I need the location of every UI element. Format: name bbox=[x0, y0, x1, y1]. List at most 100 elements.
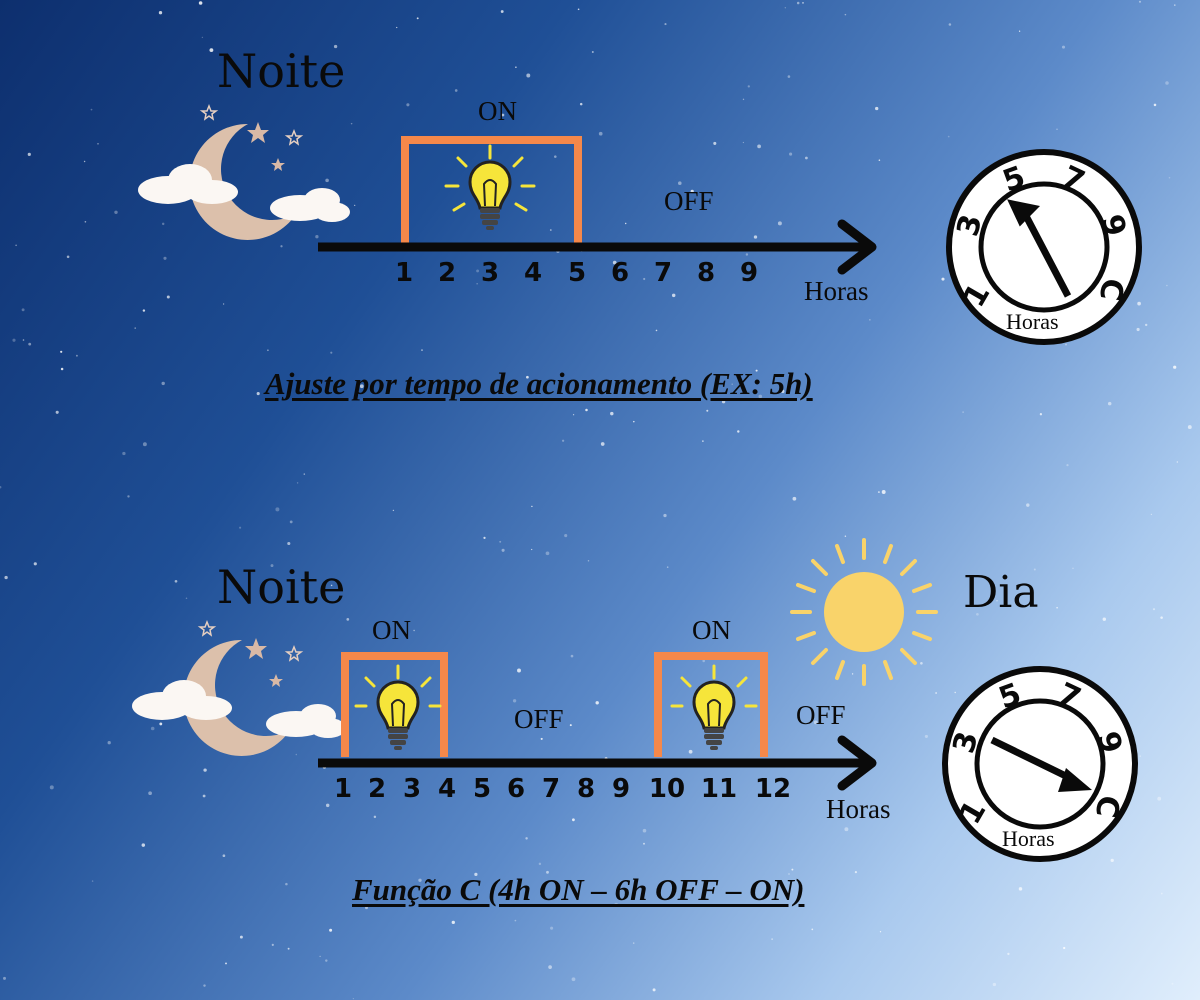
off-label: OFF bbox=[796, 700, 846, 730]
star-dot bbox=[303, 473, 306, 475]
star-dot bbox=[295, 753, 298, 756]
star-dot bbox=[225, 962, 227, 965]
axis-arrowhead bbox=[837, 219, 877, 275]
light-bulb-icon bbox=[444, 144, 536, 230]
star-dot bbox=[97, 142, 99, 145]
star-dot bbox=[755, 369, 758, 372]
star-dot bbox=[1056, 606, 1058, 609]
star-dot bbox=[512, 699, 517, 703]
star-dot bbox=[90, 108, 93, 111]
tick-label: 8 bbox=[576, 774, 596, 804]
star-dot bbox=[1033, 568, 1036, 571]
tick-label: 7 bbox=[653, 258, 673, 288]
star-dot bbox=[526, 375, 529, 379]
outline-star-icon bbox=[197, 619, 304, 662]
star-dot bbox=[663, 513, 667, 518]
dial-label: Horas bbox=[1006, 309, 1059, 334]
star-dot bbox=[1157, 796, 1162, 801]
star-dot bbox=[406, 103, 410, 107]
star-dot bbox=[1165, 81, 1169, 85]
star-dot bbox=[275, 507, 280, 512]
star-dot bbox=[127, 495, 130, 498]
star-dot bbox=[713, 141, 717, 145]
star-dot bbox=[742, 141, 745, 144]
star-dot bbox=[879, 931, 882, 933]
star-dot bbox=[632, 942, 635, 944]
star-dot bbox=[185, 597, 188, 599]
star-dot bbox=[1039, 413, 1043, 416]
on-period-box bbox=[341, 652, 448, 757]
star-dot bbox=[1018, 30, 1021, 32]
star-dot bbox=[792, 496, 797, 501]
tick-label: 5 bbox=[567, 258, 587, 288]
star-dot bbox=[788, 873, 790, 875]
axis-label: Horas bbox=[826, 794, 891, 824]
star-dot bbox=[451, 920, 455, 925]
sun-icon bbox=[790, 538, 938, 686]
star-dot bbox=[476, 283, 478, 285]
star-dot bbox=[75, 354, 78, 357]
star-dot bbox=[517, 668, 521, 673]
star-dot bbox=[159, 722, 163, 726]
star-dot bbox=[1018, 887, 1023, 891]
star-dot bbox=[1150, 513, 1153, 516]
tick-label: 4 bbox=[437, 774, 457, 804]
star-dot bbox=[784, 7, 786, 9]
star-dot bbox=[285, 882, 288, 886]
star-dot bbox=[538, 862, 542, 866]
tick-label: 4 bbox=[523, 258, 543, 288]
star-dot bbox=[546, 870, 549, 874]
star-dot bbox=[851, 673, 854, 675]
star-dot bbox=[239, 935, 243, 939]
star-dot bbox=[256, 392, 260, 396]
star-dot bbox=[531, 505, 533, 508]
star-dot bbox=[501, 548, 505, 552]
star-dot bbox=[844, 827, 849, 832]
star-dot bbox=[359, 384, 364, 389]
on-label: ON bbox=[692, 615, 731, 645]
tick-label: 12 bbox=[754, 774, 792, 804]
star-dot bbox=[161, 381, 165, 386]
star-dot bbox=[1138, 0, 1142, 3]
small-star-icon bbox=[245, 638, 283, 687]
star-dot bbox=[642, 828, 647, 833]
star-dot bbox=[107, 741, 111, 745]
star-dot bbox=[805, 156, 808, 160]
star-dot bbox=[352, 997, 355, 1000]
star-dot bbox=[564, 534, 568, 538]
star-dot bbox=[28, 342, 32, 346]
star-dot bbox=[844, 535, 847, 537]
star-dot bbox=[325, 803, 330, 808]
star-dot bbox=[333, 44, 338, 49]
star-dot bbox=[60, 367, 64, 371]
star-dot bbox=[174, 579, 178, 583]
star-dot bbox=[500, 10, 504, 13]
star-dot bbox=[198, 1, 203, 5]
star-dot bbox=[742, 98, 745, 101]
star-dot bbox=[222, 854, 226, 858]
star-dot bbox=[1072, 567, 1074, 570]
star-dot bbox=[499, 540, 502, 543]
star-dot bbox=[483, 536, 486, 540]
tick-label: 2 bbox=[437, 258, 457, 288]
star-dot bbox=[655, 329, 658, 332]
star-dot bbox=[690, 189, 694, 193]
star-dot bbox=[702, 440, 704, 442]
star-dot bbox=[396, 26, 398, 29]
star-dot bbox=[935, 692, 937, 694]
star-dot bbox=[869, 319, 871, 321]
star-dot bbox=[202, 794, 206, 798]
star-dot bbox=[142, 309, 146, 312]
star-dot bbox=[392, 509, 395, 512]
moon-icon bbox=[183, 639, 290, 756]
star-dot bbox=[525, 837, 528, 840]
star-dot bbox=[346, 618, 350, 621]
tick-label: 1 bbox=[333, 774, 353, 804]
star-dot bbox=[731, 383, 733, 385]
timer-dial bbox=[942, 666, 1138, 862]
star-dot bbox=[579, 102, 583, 106]
star-dot bbox=[514, 919, 517, 922]
light-bulb-icon bbox=[670, 664, 758, 750]
star-dot bbox=[721, 400, 726, 404]
